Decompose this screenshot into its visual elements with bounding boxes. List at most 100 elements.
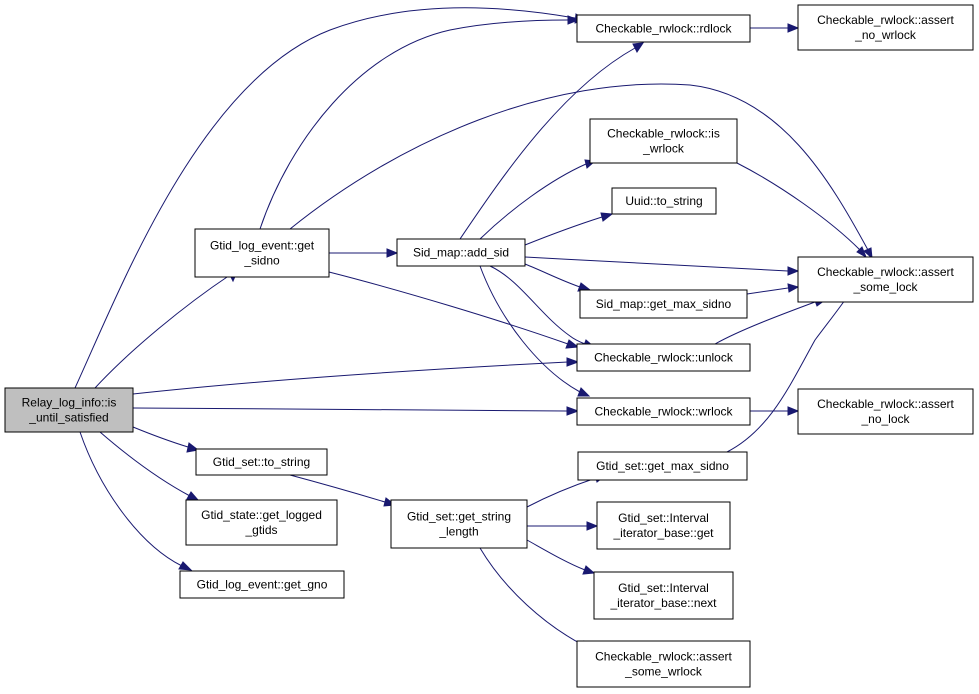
edge-line (289, 83, 869, 251)
node-box (797, 388, 974, 435)
node-checkable-rwlock-assert-some-wrlock[interactable]: Checkable_rwlock::assert_some_wrlock (576, 640, 751, 688)
node-box (589, 118, 738, 164)
edge-line (99, 431, 191, 497)
edge-sid_map_add_sid-to-sid_map_get_max_sidno (524, 263, 592, 292)
node-label-line: Uuid::to_string (625, 194, 702, 208)
call-graph-edges (74, 7, 873, 649)
edge-relay_log_info_is_until_satisfied-to-checkable_rwlock_rdlock (74, 7, 588, 389)
edge-line (132, 361, 569, 395)
node-relay-log-info-is-until-satisfied[interactable]: Relay_log_info::is_until_satisfied (4, 387, 134, 433)
node-label-line: Gtid_state::get_logged (201, 508, 322, 522)
node-box (579, 289, 748, 319)
node-gtid-log-event-get-sidno[interactable]: Gtid_log_event::get_sidno (194, 228, 330, 278)
node-box (194, 228, 330, 278)
node-gtid-set-get-string-length[interactable]: Gtid_set::get_string_length (390, 499, 528, 549)
call-graph-nodes: Relay_log_info::is_until_satisfiedGtid_l… (4, 4, 974, 688)
edge-checkable_rwlock_is_wrlock-to-checkable_rwlock_assert_some_lock (736, 162, 867, 259)
edge-relay_log_info_is_until_satisfied-to-checkable_rwlock_wrlock (132, 406, 580, 416)
node-checkable-rwlock-is-wrlock[interactable]: Checkable_rwlock::is_wrlock (589, 118, 738, 164)
edge-sid_map_add_sid-to-uuid_to_string (524, 212, 614, 246)
edge-checkable_rwlock_rdlock-to-checkable_rwlock_assert_no_wrlock (750, 23, 800, 33)
node-checkable-rwlock-unlock[interactable]: Checkable_rwlock::unlock (576, 343, 751, 372)
edge-arrowhead (600, 212, 614, 222)
edge-relay_log_info_is_until_satisfied-to-gtid_set_to_string (132, 426, 200, 453)
edge-arrowhead (565, 339, 580, 349)
edge-sid_map_add_sid-to-checkable_rwlock_unlock (489, 265, 596, 349)
edge-arrowhead (856, 246, 867, 259)
node-gtid-set-interval-iterator-base-next[interactable]: Gtid_set::Interval_iterator_base::next (593, 571, 734, 620)
node-gtid-log-event-get-gno[interactable]: Gtid_log_event::get_gno (179, 570, 345, 599)
edge-line (736, 162, 861, 251)
edge-line (94, 274, 231, 389)
edge-arrowhead (632, 42, 645, 53)
edge-sid_map_add_sid-to-checkable_rwlock_wrlock (479, 265, 591, 397)
node-label-line: _iterator_base::get (612, 526, 714, 540)
edge-checkable_rwlock_wrlock-to-checkable_rwlock_assert_no_lock (749, 406, 800, 416)
edge-gtid_log_event_get_sidno-to-checkable_rwlock_assert_some_lock (289, 83, 873, 260)
edge-line (526, 477, 597, 508)
edge-line (479, 163, 587, 240)
node-box (396, 238, 526, 267)
node-box (576, 640, 751, 688)
node-label-line: _no_wrlock (854, 28, 917, 42)
node-checkable-rwlock-assert-some-lock[interactable]: Checkable_rwlock::assert_some_lock (797, 256, 974, 303)
node-label-line: _some_lock (852, 280, 918, 294)
edge-relay_log_info_is_until_satisfied-to-gtid_log_event_get_sidno (94, 270, 237, 389)
edge-arrowhead (787, 283, 800, 293)
edge-gtid_log_event_get_sidno-to-sid_map_add_sid (329, 248, 399, 258)
edge-sid_map_add_sid-to-checkable_rwlock_assert_some_lock (524, 256, 800, 276)
edge-arrowhead (787, 266, 800, 276)
node-box (576, 343, 751, 372)
node-gtid-set-get-max-sidno[interactable]: Gtid_set::get_max_sidno (577, 451, 748, 481)
edge-arrowhead (178, 561, 193, 571)
node-label-line: Gtid_set::get_max_sidno (596, 459, 729, 473)
node-label-line: _until_satisfied (28, 411, 108, 425)
node-label-line: Gtid_set::get_string (407, 510, 511, 524)
edge-line (79, 431, 183, 567)
edge-arrowhead (787, 23, 800, 33)
edge-sid_map_get_max_sidno-to-checkable_rwlock_assert_some_lock (746, 283, 800, 295)
node-gtid-set-interval-iterator-base-get[interactable]: Gtid_set::Interval_iterator_base::get (596, 501, 731, 550)
node-box (576, 397, 751, 426)
node-gtid-set-to-string[interactable]: Gtid_set::to_string (195, 448, 328, 476)
edge-arrowhead (586, 521, 599, 531)
node-label-line: Checkable_rwlock::unlock (594, 351, 734, 365)
edge-line (259, 19, 569, 230)
edge-line (289, 474, 386, 503)
node-box (797, 256, 974, 303)
edge-line (328, 271, 569, 345)
edge-relay_log_info_is_until_satisfied-to-gtid_state_get_logged_gtids (99, 431, 200, 501)
node-uuid-to-string[interactable]: Uuid::to_string (611, 187, 717, 215)
node-checkable-rwlock-rdlock[interactable]: Checkable_rwlock::rdlock (576, 14, 751, 43)
edge-arrowhead (567, 15, 580, 25)
node-label-line: Checkable_rwlock::wrlock (594, 405, 733, 419)
node-gtid-state-get-logged-gtids[interactable]: Gtid_state::get_logged_gtids (185, 499, 338, 546)
edge-line (479, 547, 584, 646)
node-sid-map-get-max-sidno[interactable]: Sid_map::get_max_sidno (579, 289, 748, 319)
node-label-line: Relay_log_info::is (22, 396, 117, 410)
node-box (185, 499, 338, 546)
edge-line (524, 256, 789, 272)
edge-line (459, 47, 636, 240)
node-checkable-rwlock-wrlock[interactable]: Checkable_rwlock::wrlock (576, 397, 751, 426)
edge-arrowhead (186, 491, 200, 501)
edge-arrowhead (186, 442, 200, 453)
node-box (797, 4, 974, 51)
node-checkable-rwlock-assert-no-wrlock[interactable]: Checkable_rwlock::assert_no_wrlock (797, 4, 974, 51)
node-label-line: Checkable_rwlock::is (607, 127, 720, 141)
edge-line (524, 263, 581, 288)
node-box (179, 570, 345, 599)
node-label-line: Checkable_rwlock::rdlock (595, 22, 732, 36)
edge-arrowhead (386, 248, 399, 258)
edge-line (746, 287, 789, 295)
node-box (596, 501, 731, 550)
edge-sid_map_add_sid-to-checkable_rwlock_rdlock (459, 42, 645, 240)
node-sid-map-add-sid[interactable]: Sid_map::add_sid (396, 238, 526, 267)
edge-line (132, 426, 189, 448)
node-checkable-rwlock-assert-no-lock[interactable]: Checkable_rwlock::assert_no_lock (797, 388, 974, 435)
node-label-line: _iterator_base::next (609, 596, 717, 610)
edge-line (74, 7, 576, 389)
edge-relay_log_info_is_until_satisfied-to-checkable_rwlock_unlock (132, 357, 580, 395)
node-label-line: Sid_map::get_max_sidno (596, 297, 732, 311)
